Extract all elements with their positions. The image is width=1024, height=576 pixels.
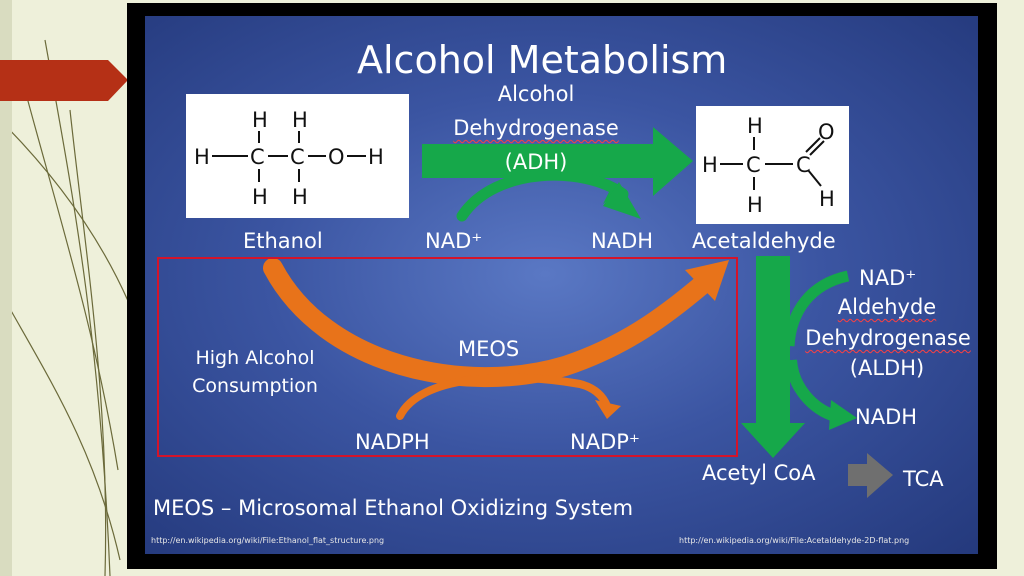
- slide-title: Alcohol Metabolism: [357, 38, 728, 82]
- ethanol-atom-o: O: [328, 145, 345, 169]
- meos-label: MEOS: [458, 337, 520, 361]
- ethanol-atom-c1: C: [250, 145, 265, 169]
- acetaldehyde-atom-h3: H: [747, 193, 763, 217]
- ethanol-atom-c2: C: [290, 145, 305, 169]
- acetaldehyde-atom-h4: H: [819, 187, 835, 211]
- adh-arrow: [422, 127, 693, 196]
- nadh-label: NADH: [591, 229, 654, 253]
- acetyl-coa-label: Acetyl CoA: [702, 461, 816, 485]
- diagram-arrows: [263, 127, 893, 498]
- nadph-arc: [396, 373, 611, 420]
- ethanol-atom-h4: H: [368, 145, 384, 169]
- tca-arrow: [848, 453, 893, 498]
- nad-to-nadh-arrow: [456, 169, 629, 222]
- ethanol-structure: H H H C C O H H H: [186, 94, 409, 218]
- acetaldehyde-atom-c1: C: [746, 153, 761, 177]
- meos-box-label-line1: High Alcohol: [195, 347, 315, 369]
- red-tab: [0, 60, 128, 101]
- nad-plus-label: NAD⁺: [425, 229, 483, 253]
- aldh-down-arrow: [741, 256, 805, 458]
- footer-meos-definition: MEOS – Microsomal Ethanol Oxidizing Syst…: [153, 496, 634, 520]
- ethanol-label: Ethanol: [243, 229, 323, 253]
- acetaldehyde-label: Acetaldehyde: [692, 229, 836, 253]
- aldh-nad-curve: [783, 270, 850, 347]
- slide: H H H C C O H H H H H C: [145, 16, 978, 554]
- aldh-line2: Dehydrogenase: [805, 326, 971, 350]
- acetaldehyde-atom-h1: H: [747, 114, 763, 138]
- source-link-ethanol[interactable]: http://en.wikipedia.org/wiki/File:Ethano…: [151, 536, 385, 545]
- ethanol-atom-h2: H: [292, 108, 308, 132]
- source-link-acetaldehyde[interactable]: http://en.wikipedia.org/wiki/File:Acetal…: [679, 536, 910, 545]
- tca-label: TCA: [903, 467, 944, 491]
- meos-box: [157, 257, 738, 457]
- acetaldehyde-structure: H H C C O H H: [696, 106, 849, 224]
- aldh-nadh: NADH: [855, 405, 918, 429]
- ethanol-atom-h3: H: [194, 145, 210, 169]
- acetaldehyde-atom-o: O: [818, 120, 835, 144]
- aldh-nadh-curve: [785, 359, 838, 422]
- meos-arc: [263, 258, 713, 388]
- nadph-label: NADPH: [355, 430, 430, 454]
- aldh-line1: Aldehyde: [837, 295, 937, 319]
- nadp-plus-label: NADP⁺: [570, 430, 640, 454]
- meos-box-label-line2: Consumption: [192, 375, 318, 397]
- ethanol-atom-h5: H: [252, 185, 268, 209]
- acetaldehyde-atom-h2: H: [702, 153, 718, 177]
- ethanol-atom-h6: H: [292, 185, 308, 209]
- acetaldehyde-atom-c2: C: [796, 153, 811, 177]
- ethanol-atom-h1: H: [252, 108, 268, 132]
- aldh-nad-plus: NAD⁺: [859, 266, 917, 290]
- aldh-line3: (ALDH): [849, 356, 925, 380]
- adh-line2: Dehydrogenase: [453, 116, 619, 140]
- adh-line1: Alcohol: [497, 82, 575, 106]
- adh-line3: (ADH): [504, 150, 568, 174]
